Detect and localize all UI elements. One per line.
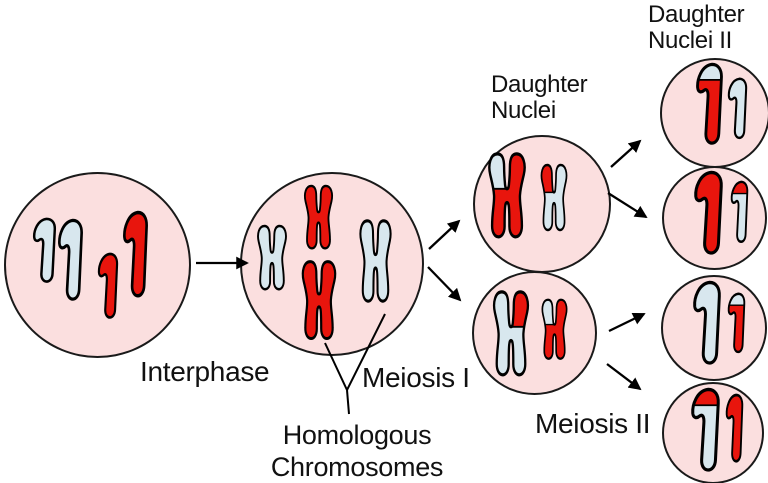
interphase-label: Interphase [140,356,270,387]
daughter-nuclei-label-line2: Nuclei [491,97,556,124]
meiosis-ii-label: Meiosis II [535,408,651,439]
homologous-label-line1: Homologous [282,420,432,450]
daughter-nuclei-ii-label-line2: Nuclei II [648,27,732,54]
chromosome-chromatid-blue-with-red-tip [730,180,749,244]
chromosome-chromatid-red-with-blue-tip [695,62,724,145]
chromosome-x-red-bottom [301,260,337,341]
chromosome-x-blue-small [256,224,288,291]
chromosome-chromatid-blue-with-red-tip [691,387,720,472]
daughter-nucleus-2 [472,271,597,395]
daughter-nucleus-ii-1 [660,58,768,168]
chromosome-chromatid-red [725,393,744,463]
daughter-nucleus-ii-2 [662,166,767,270]
chromosome-chromatid-blue [727,77,748,140]
daughter-nuclei-ii-label: Daughter Nuclei II [648,1,745,54]
interphase-cell [4,172,191,358]
daughter-nuclei-label-line1: Daughter [491,71,588,98]
daughter-nucleus-ii-4 [662,382,764,483]
meiosis-i-cell [240,172,424,356]
daughter-nuclei-label: Daughter Nuclei [491,71,588,124]
homologous-chromosomes-label: Homologous Chromosomes [266,419,448,483]
chromosome-chromatid-red [694,170,723,255]
pointer-line-stem [346,389,350,415]
chromosome-chromatid-blue-short [32,217,57,283]
arrow-to-daughter-1 [428,219,461,250]
chromosome-chromatid-red-with-blue-tip [727,292,746,354]
meiosis-i-label: Meiosis I [362,362,470,393]
chromosome-x-red-top [303,184,334,250]
chromosome-chromatid-blue [692,280,722,365]
homologous-label-line2: Chromosomes [270,452,444,482]
chromosome-x-blue-with-red-arm [492,290,530,377]
daughter-nucleus-1 [473,135,611,273]
chromosome-chromatid-red-short [97,252,119,319]
chromosome-chromatid-red-long [122,210,149,298]
chromosome-chromatid-blue-long [57,218,84,301]
chromosome-x-red-with-blue-arm [487,152,527,239]
chromosome-x-blue-with-red-arm [540,163,568,232]
daughter-nucleus-ii-3 [661,275,767,381]
arrow-to-nucleus-ii-2 [607,192,648,219]
chromosome-x-red-with-blue-arm [541,298,568,360]
arrow-to-nucleus-ii-3 [608,312,646,333]
arrow-to-nucleus-ii-1 [610,139,642,168]
daughter-nuclei-ii-label-line1: Daughter [648,1,745,28]
arrow-to-daughter-2 [427,266,462,302]
arrow-to-nucleus-ii-4 [606,363,642,391]
chromosome-x-blue-large [358,219,393,303]
